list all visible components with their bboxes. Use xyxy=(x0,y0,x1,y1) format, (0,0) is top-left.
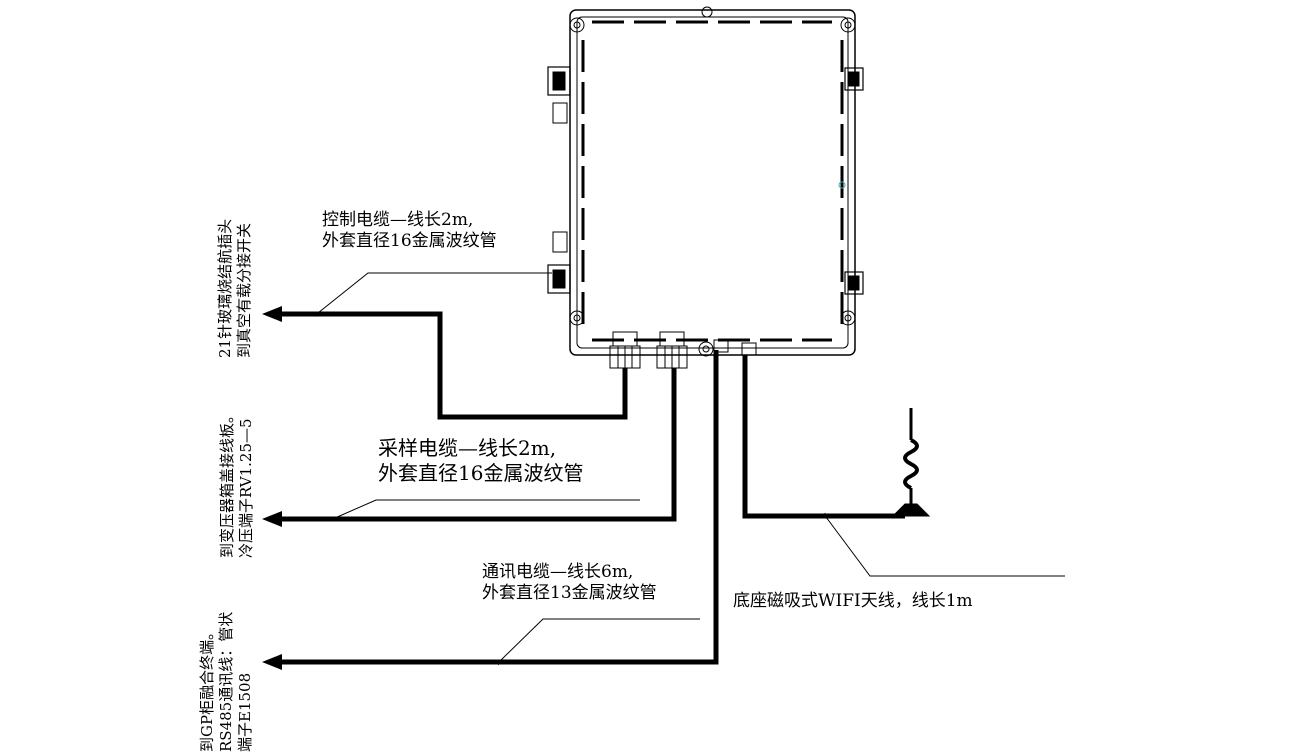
control-cable-label: 控制电缆—线长2m, 外套直径16金属波纹管 xyxy=(322,210,497,253)
sampling-cable-label-line2: 外套直径16金属波纹管 xyxy=(378,461,584,485)
control-arrowhead xyxy=(262,306,282,322)
comm-cable xyxy=(275,350,719,665)
comm-cable-label-line2: 外套直径13金属波纹管 xyxy=(482,583,657,604)
antenna-icon xyxy=(891,408,931,517)
comm-arrowhead xyxy=(262,654,282,670)
gp-cabinet-destination-label: 到GP柜融合终端。 RS485通讯线：管状 端子E1508 xyxy=(198,612,257,752)
leader-lines xyxy=(313,272,1065,666)
sampling-cable-label: 采样电缆—线长2m, 外套直径16金属波纹管 xyxy=(378,436,583,486)
control-cable-label-line1: 控制电缆—线长2m, xyxy=(322,210,474,230)
cable-glands xyxy=(609,331,757,369)
enclosure-box xyxy=(547,6,864,356)
comm-cable-label: 通讯电缆—线长6m, 外套直径13金属波纹管 xyxy=(482,562,657,605)
load-switch-destination-label: 21针玻璃烧结航插头 到真空有载分接开关 xyxy=(216,219,256,358)
wifi-cable xyxy=(742,355,905,519)
transformer-destination-label: 到变压器箱盖接线板。 冷压端子RV1.25—5 xyxy=(218,408,258,558)
gp-cabinet-destination-line3: 端子E1508 xyxy=(236,672,254,752)
sampling-arrowhead xyxy=(262,511,282,527)
load-switch-destination-line2: 到真空有载分接开关 xyxy=(235,222,253,358)
wifi-antenna-label-text: 底座磁吸式WIFI天线，线长1m xyxy=(733,591,973,611)
control-cable xyxy=(275,311,628,420)
sampling-cable-label-line1: 采样电缆—线长2m, xyxy=(378,436,557,460)
cable-arrowheads xyxy=(262,306,282,670)
sampling-cable xyxy=(275,368,677,522)
control-cable-label-line2: 外套直径16金属波纹管 xyxy=(322,231,497,252)
transformer-destination-line2: 冷压端子RV1.25—5 xyxy=(237,418,255,558)
cables xyxy=(275,311,905,665)
wifi-antenna-label: 底座磁吸式WIFI天线，线长1m xyxy=(733,591,973,612)
comm-cable-label-line1: 通讯电缆—线长6m, xyxy=(482,562,634,582)
